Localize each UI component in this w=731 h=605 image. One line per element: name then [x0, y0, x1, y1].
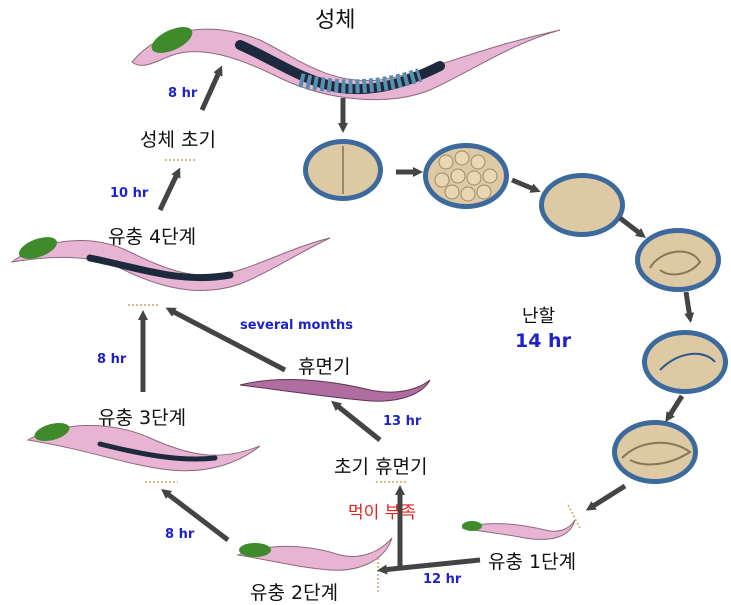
- label-adult-early: 성체 초기: [140, 125, 216, 152]
- time-cleavage: 14 hr: [515, 330, 571, 352]
- arrow-predauer-to-dauer: [335, 404, 380, 440]
- label-larva2: 유충 2단계: [250, 578, 338, 605]
- larva2-worm: [238, 538, 392, 570]
- label-predauer: 초기 휴면기: [334, 452, 427, 479]
- arrow-egg6-to-l1: [590, 486, 625, 508]
- embryo-comma: [635, 228, 721, 292]
- time-l3-to-l4: 8 hr: [97, 352, 126, 367]
- arrow-l4-to-adult: [202, 70, 220, 110]
- dauer-worm: [240, 380, 430, 402]
- larva1-head: [462, 521, 482, 531]
- label-food-shortage: 먹이 부족: [348, 498, 416, 523]
- time-dauer-to-l4: several months: [240, 318, 353, 333]
- time-early-adult: 10 hr: [110, 186, 148, 201]
- diagram-title: 성체: [315, 2, 355, 34]
- embryo-gastrula: [539, 173, 625, 237]
- time-l1-to-l2: 12 hr: [423, 572, 461, 587]
- arrow-egg5-to-egg6: [668, 396, 682, 418]
- label-dauer: 휴면기: [298, 352, 350, 379]
- larva2-head: [239, 543, 271, 557]
- embryo-pretzel: [612, 420, 698, 484]
- embryo-2cell: [303, 139, 383, 201]
- arrow-l1-to-l2: [382, 560, 480, 570]
- time-predauer-to-dauer: 13 hr: [383, 414, 421, 429]
- time-l4-to-adult: 8 hr: [168, 86, 197, 101]
- label-cleavage: 난할: [522, 302, 555, 328]
- arrow-egg4-to-egg5: [686, 292, 690, 318]
- arrow-l4-to-early-adult: [160, 172, 178, 210]
- arrow-egg2-to-egg3: [512, 180, 536, 190]
- embryo-twofold: [642, 330, 728, 394]
- arrow-egg3-to-egg4: [620, 218, 642, 235]
- larva1-worm: [462, 520, 575, 539]
- embryo-multicell: [423, 143, 509, 209]
- time-l2-to-l3: 8 hr: [165, 527, 194, 542]
- label-larva4: 유충 4단계: [108, 222, 196, 249]
- cycle-arrows: [143, 70, 690, 570]
- label-larva3: 유충 3단계: [98, 403, 186, 430]
- label-larva1: 유충 1단계: [488, 547, 576, 574]
